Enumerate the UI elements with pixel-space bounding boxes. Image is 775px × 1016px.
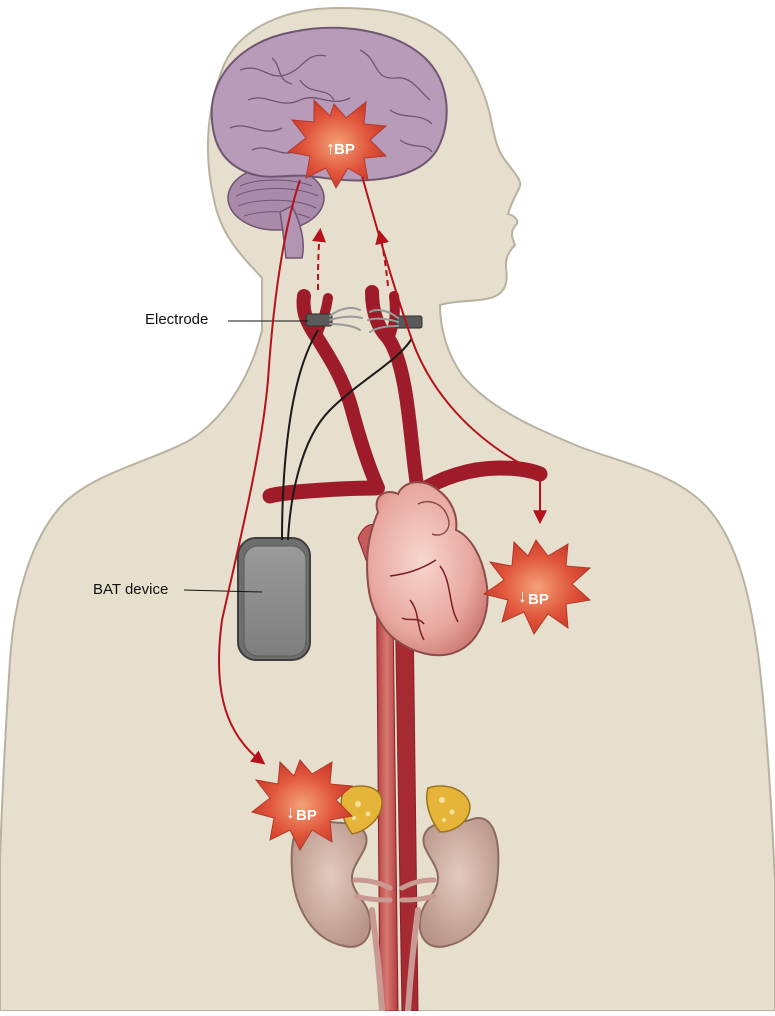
bat-device-label: BAT device [93,581,168,598]
bp-label-kidney: BP [296,807,317,824]
bp-arrow-down-chest: ↓ [518,586,527,606]
bp-label-chest: BP [528,591,549,608]
bat-device [238,538,310,660]
bp-arrow-down-kidney: ↓ [286,802,295,822]
electrode-label: Electrode [145,311,208,328]
bp-label-brain: BP [334,141,355,158]
